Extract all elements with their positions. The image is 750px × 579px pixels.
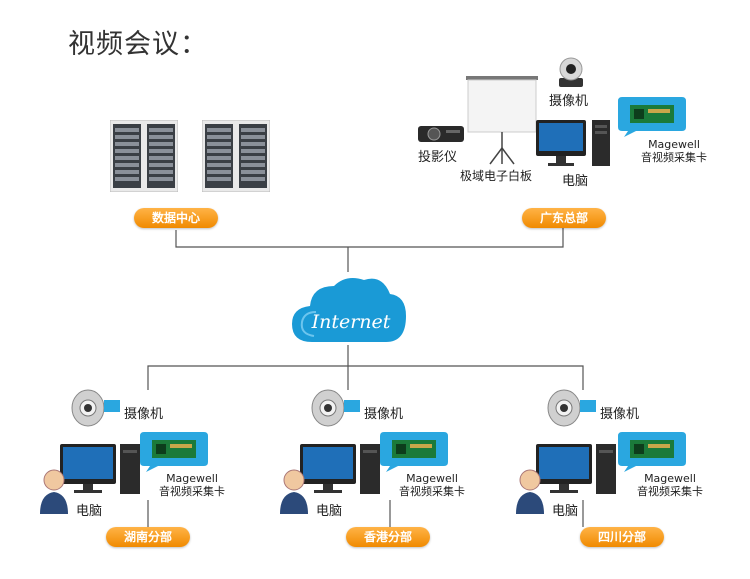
webcam-icon bbox=[68, 382, 122, 428]
projection-screen-icon bbox=[466, 76, 538, 166]
capture-card-icon bbox=[140, 430, 210, 472]
label-card-brand: Magewell bbox=[166, 472, 218, 485]
projector-icon bbox=[418, 122, 464, 144]
user-computer-icon bbox=[516, 444, 620, 514]
label-card-brand: Magewell bbox=[644, 472, 696, 485]
label-branch-computer: 电脑 bbox=[552, 504, 579, 519]
label-card-name: 音视频采集卡 bbox=[637, 485, 703, 498]
label-hq-card: Magewell 音视频采集卡 bbox=[636, 138, 712, 164]
server-rack-icon bbox=[110, 120, 178, 192]
label-card-brand: Magewell bbox=[648, 138, 700, 151]
capture-card-icon bbox=[618, 430, 688, 472]
label-branch-card: Magewell 音视频采集卡 bbox=[630, 472, 710, 498]
label-branch-computer: 电脑 bbox=[76, 504, 103, 519]
capture-card-icon bbox=[380, 430, 450, 472]
internet-cloud-icon bbox=[290, 272, 408, 348]
label-projector: 投影仪 bbox=[418, 150, 458, 165]
user-computer-icon bbox=[40, 444, 144, 514]
label-branch-camera: 摄像机 bbox=[124, 407, 164, 422]
webcam-icon bbox=[544, 382, 598, 428]
label-hq-camera: 摄像机 bbox=[549, 94, 589, 109]
webcam-icon bbox=[308, 382, 362, 428]
label-whiteboard: 极域电子白板 bbox=[460, 169, 533, 183]
page-title: 视频会议： bbox=[68, 29, 208, 60]
label-branch-computer: 电脑 bbox=[316, 504, 343, 519]
label-branch-card: Magewell 音视频采集卡 bbox=[152, 472, 232, 498]
label-branch-camera: 摄像机 bbox=[600, 407, 640, 422]
computer-icon bbox=[536, 120, 612, 172]
label-card-brand: Magewell bbox=[406, 472, 458, 485]
label-branch-card: Magewell 音视频采集卡 bbox=[392, 472, 472, 498]
label-card-name: 音视频采集卡 bbox=[159, 485, 225, 498]
user-computer-icon bbox=[280, 444, 384, 514]
badge-sichuan-branch: 四川分部 bbox=[580, 527, 664, 547]
label-card-name: 音视频采集卡 bbox=[641, 151, 707, 164]
label-branch-camera: 摄像机 bbox=[364, 407, 404, 422]
label-card-name: 音视频采集卡 bbox=[399, 485, 465, 498]
server-rack-icon bbox=[202, 120, 270, 192]
ptz-camera-icon bbox=[556, 56, 586, 88]
badge-data-center: 数据中心 bbox=[134, 208, 218, 228]
capture-card-icon bbox=[618, 95, 688, 137]
badge-guangdong-hq: 广东总部 bbox=[522, 208, 606, 228]
cloud-label: Internet bbox=[311, 311, 391, 333]
badge-hunan-branch: 湖南分部 bbox=[106, 527, 190, 547]
label-hq-computer: 电脑 bbox=[562, 174, 589, 189]
badge-hongkong-branch: 香港分部 bbox=[346, 527, 430, 547]
